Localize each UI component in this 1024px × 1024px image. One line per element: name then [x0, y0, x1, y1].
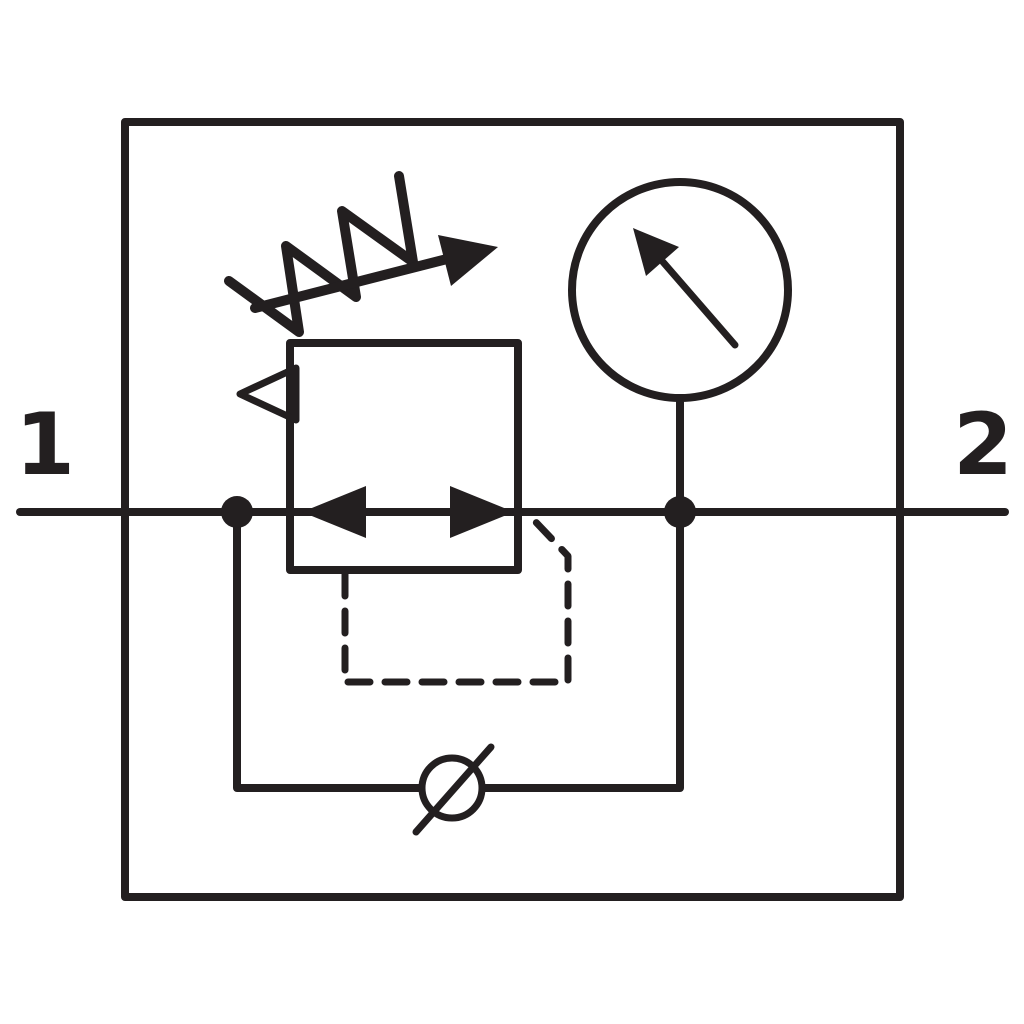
bypass-line-left-icon	[233, 508, 426, 792]
pilot-line-dashed-icon	[341, 513, 572, 686]
relief-triangle-icon	[236, 364, 300, 424]
port-2-label: 2	[953, 395, 1013, 495]
gauge-needle-shaft-icon	[659, 258, 739, 349]
gauge-needle-head-icon	[633, 228, 679, 276]
adjustment-spring-icon	[224, 171, 418, 337]
pressure-gauge-icon	[568, 178, 792, 402]
junction-dot-icon	[664, 496, 696, 528]
adjustment-arrow-shaft-icon	[250, 254, 452, 313]
flow-arrowhead-left-icon	[302, 486, 366, 538]
adjustment-arrow-head-icon	[438, 235, 498, 286]
check-valve-seat-icon	[412, 743, 495, 836]
regulator-valve-body-icon	[286, 339, 522, 574]
flow-arrowhead-right-icon	[450, 486, 514, 538]
bypass-line-right-icon	[478, 508, 684, 792]
port-1-label: 1	[15, 395, 75, 495]
junction-dot-icon	[221, 496, 253, 528]
